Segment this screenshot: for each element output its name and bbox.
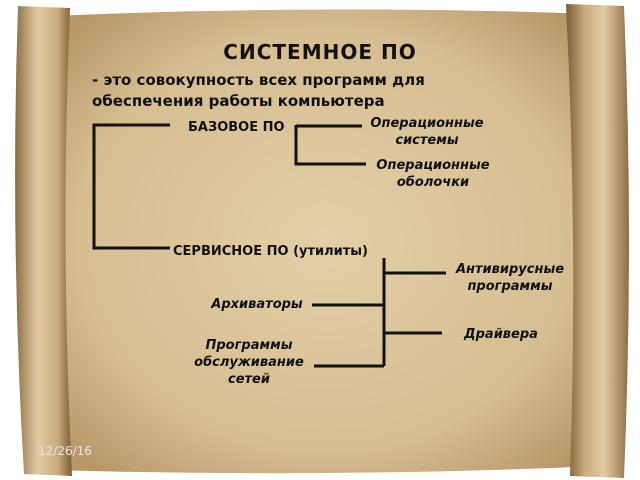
- left-roll: [15, 6, 73, 476]
- base-bracket-line: [294, 125, 366, 166]
- antivirus-label: Антивирусные программы: [455, 262, 565, 294]
- slide-date: 12/26/16: [38, 444, 92, 458]
- drivers-label: Драйвера: [464, 327, 538, 342]
- service-software-label: СЕРВИСНОЕ ПО (утилиты): [173, 244, 368, 259]
- slide-title: СИСТЕМНОЕ ПО: [223, 40, 417, 64]
- network-maintenance-label: Программы обслуживание сетей: [194, 338, 304, 387]
- definition-text: - это совокупность всех программ для обе…: [92, 71, 425, 110]
- operating-systems-label: Операционные системы: [370, 116, 484, 148]
- os-shells-label: Операционные оболочки: [376, 158, 490, 190]
- main-bracket-line: [92, 123, 170, 250]
- right-roll: [566, 4, 629, 478]
- connector-lines: [92, 123, 446, 368]
- base-software-label: БАЗОВОЕ ПО: [188, 120, 285, 135]
- parchment-sheet: [52, 9, 600, 474]
- archivers-label: Архиваторы: [211, 297, 303, 312]
